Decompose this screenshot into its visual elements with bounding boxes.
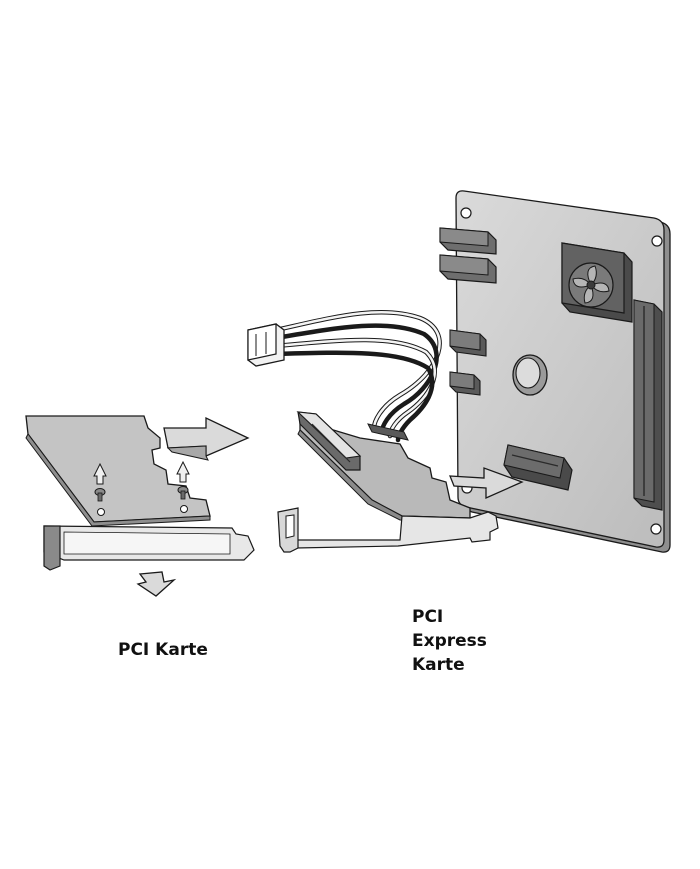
pcie-slot [503,444,573,491]
expansion-slot-long [633,299,663,511]
pcie-adapter-card [277,411,499,553]
arrow-icon [163,416,250,461]
io-port-top [439,227,497,255]
pcie-card-label: PCI Express Karte [412,605,487,677]
molex-connector [247,323,285,367]
pcie-card-label-line-1: PCI [412,607,444,627]
mounting-hole-icon [650,523,662,535]
power-header [367,423,409,441]
chip-1 [449,329,487,357]
mounting-hole-icon [651,235,663,247]
screw-icon [94,488,106,502]
screw-icon [177,486,189,500]
arrow-up-icon [93,462,107,485]
motherboard [439,190,671,553]
pci-card-bracket [43,525,255,571]
mounting-hole-icon [460,207,472,219]
power-cable [247,309,442,443]
cpu-cooler [561,242,633,323]
pcie-card-label-line-3: Karte [412,655,465,675]
pcie-card-label-line-2: Express [412,631,487,651]
arrow-down-icon [136,571,177,597]
pci-socket [296,411,362,471]
pci-card-label: PCI Karte [118,640,208,660]
battery-icon [512,354,548,396]
io-port-bottom [439,254,497,284]
arrow-icon [449,467,524,500]
pcie-card-bracket [277,507,499,553]
arrow-up-icon [176,460,190,483]
chip-2 [449,371,481,396]
pci-card [25,415,211,527]
